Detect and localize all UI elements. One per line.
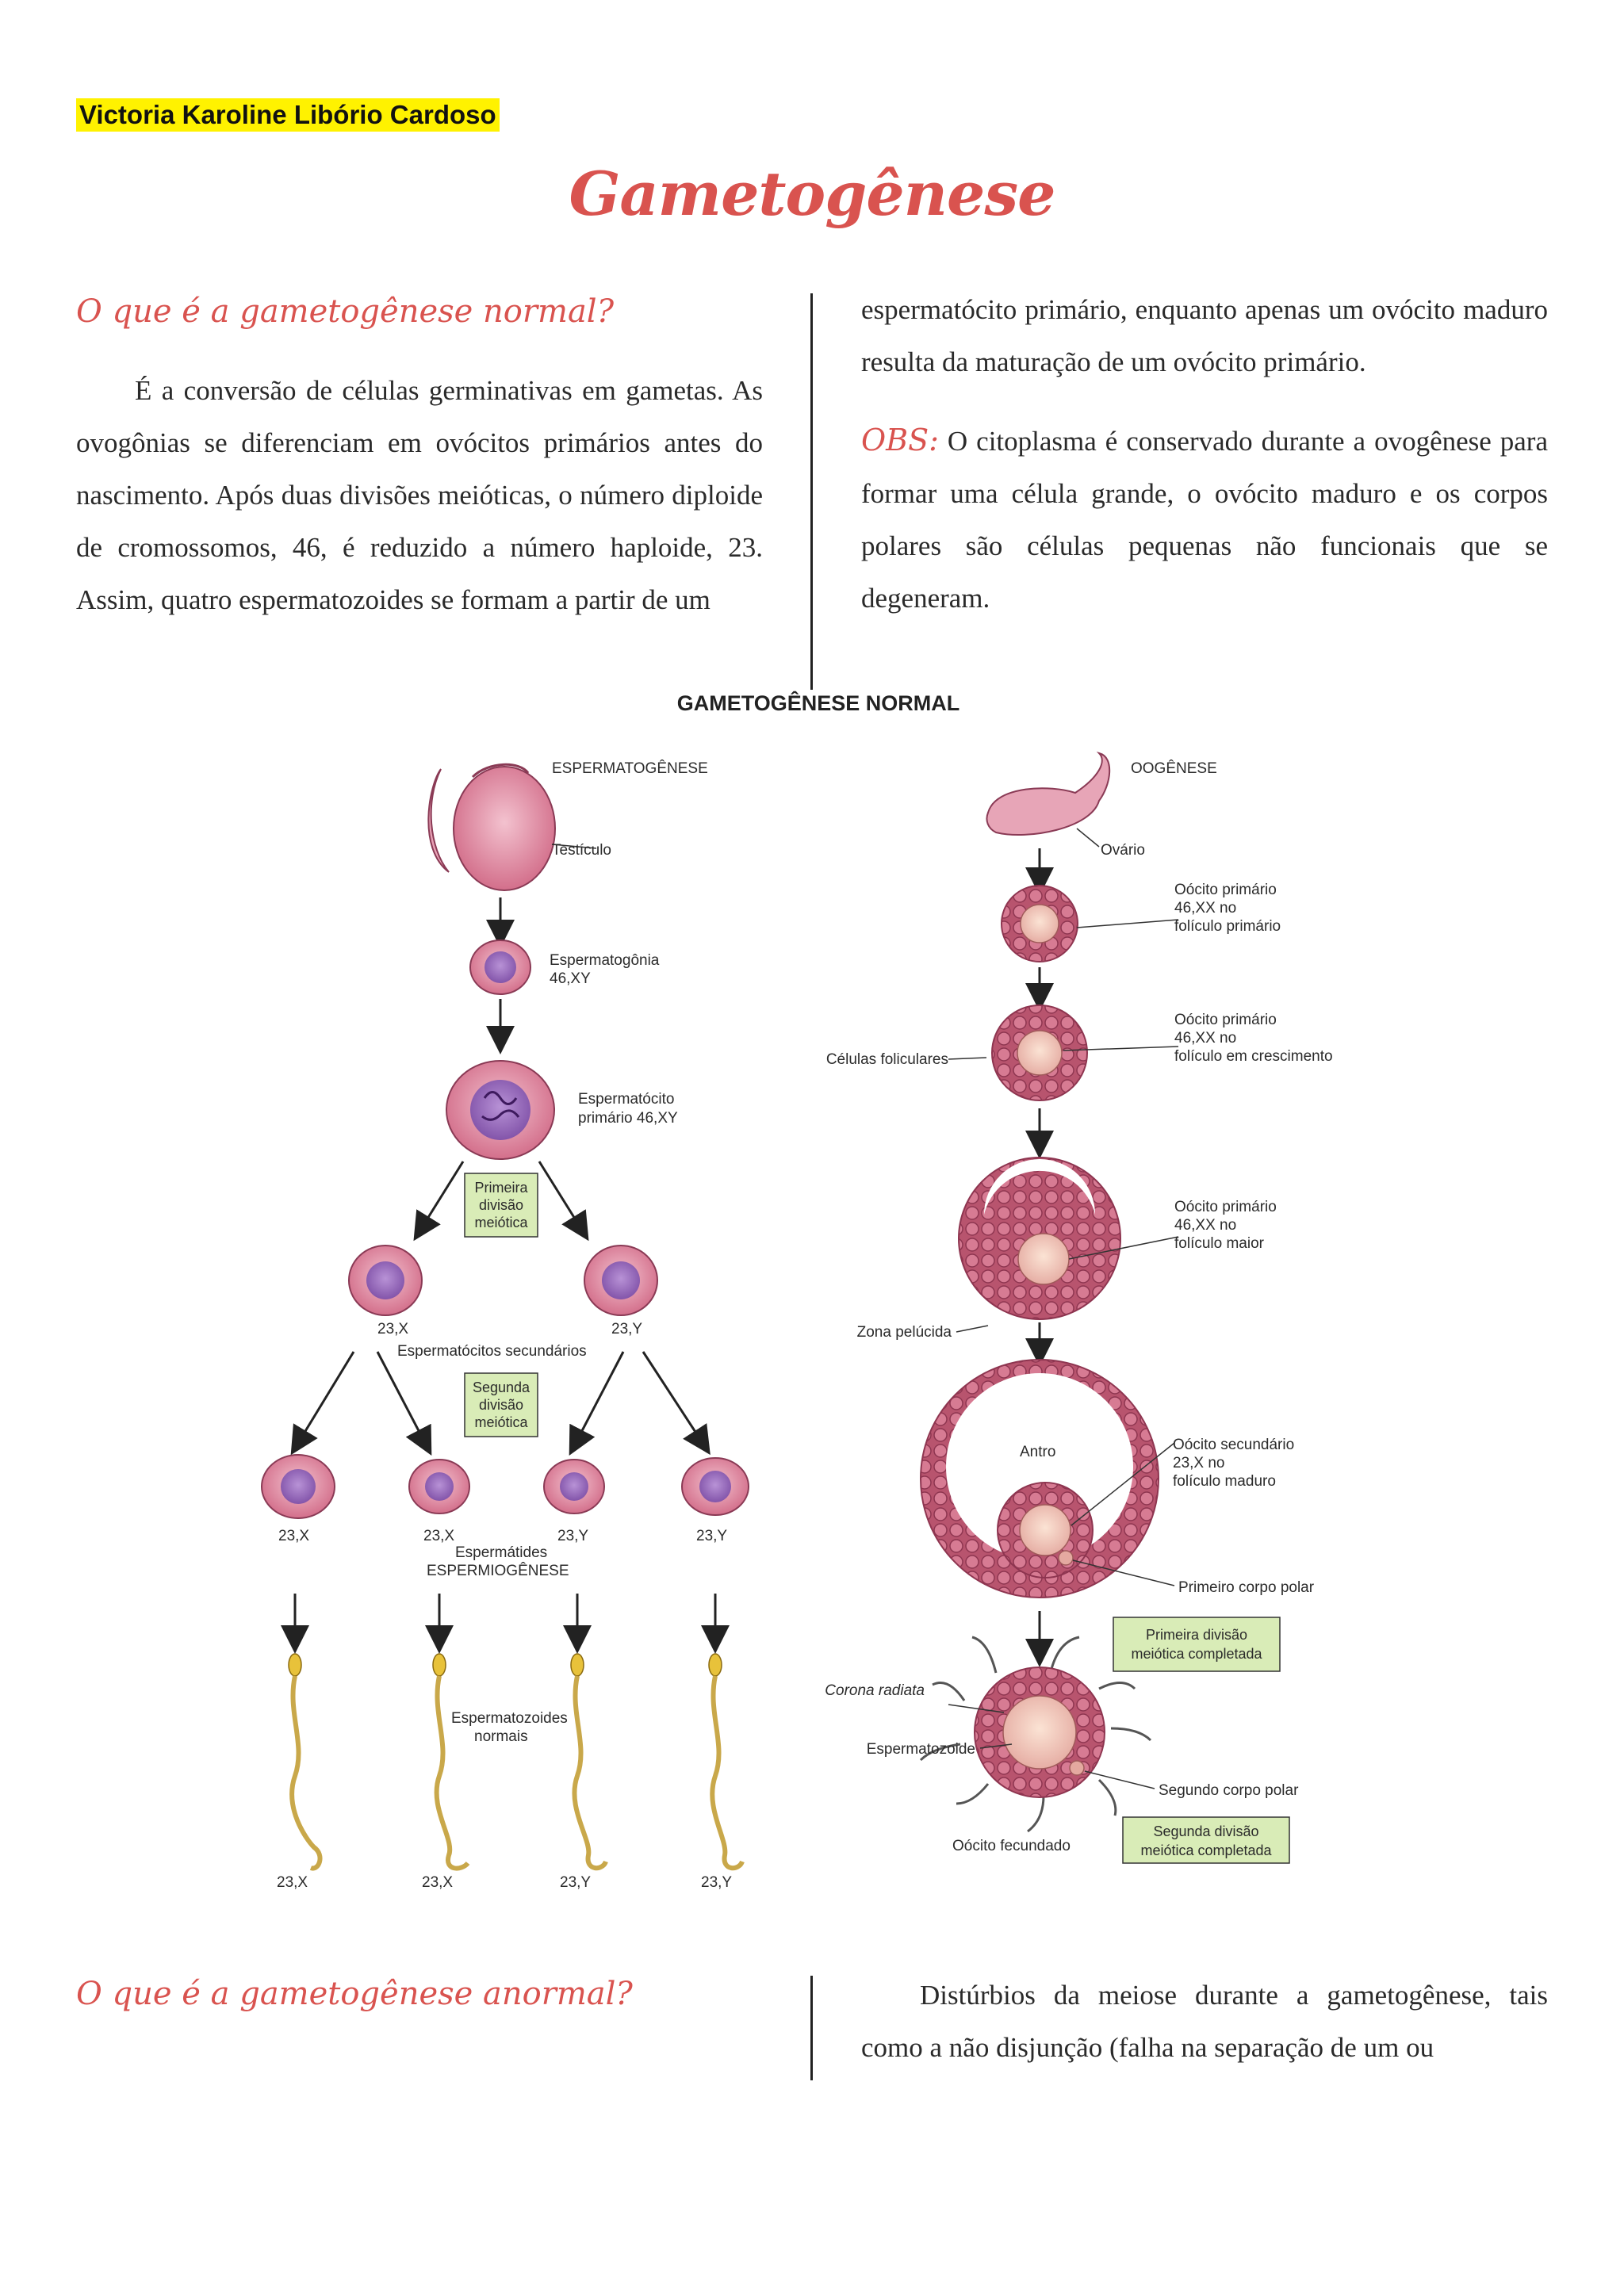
testis-illustration <box>427 763 556 891</box>
spermatids-label: Espermátides <box>455 1544 547 1561</box>
spermatid-2 <box>408 1459 470 1514</box>
secondary-left-karyotype: 23,X <box>377 1321 408 1337</box>
secondary-oocyte-label-1: Oócito secundário <box>1173 1437 1294 1453</box>
spermatid-3-karyotype: 23,Y <box>557 1528 588 1544</box>
spermatid-2-karyotype: 23,X <box>423 1528 454 1544</box>
sperm-3 <box>570 1653 608 1871</box>
sperm-2-karyotype: 23,X <box>422 1874 453 1891</box>
section-heading-abnormal: O que é a gametogênese anormal? <box>76 1976 633 2012</box>
spermatogonia-label: Espermatogônia <box>550 952 660 969</box>
zona-pellucida-label: Zona pelúcida <box>857 1324 952 1341</box>
primary-spermatocyte-label: Espermatócito <box>578 1091 674 1108</box>
oogenesis-header: OOGÊNESE <box>1131 760 1217 777</box>
larger-follicle-label-1: Oócito primário <box>1174 1199 1277 1215</box>
secondary-oocyte-label-3: folículo maduro <box>1173 1473 1276 1490</box>
first-division-completed-box <box>1113 1617 1281 1672</box>
testis-label: Testículo <box>552 842 611 859</box>
normal-sperm-label-2: normais <box>474 1728 528 1745</box>
figure-title: GAMETOGÊNESE NORMAL <box>677 691 960 715</box>
sperm-4 <box>708 1653 745 1871</box>
first-division-completed-line2: meiótica completada <box>1131 1646 1262 1662</box>
sperm-3-karyotype: 23,Y <box>560 1874 591 1891</box>
spermatid-4-karyotype: 23,Y <box>696 1528 727 1544</box>
primary-follicle-label-3: folículo primário <box>1174 918 1281 935</box>
first-polar-body-label: Primeiro corpo polar <box>1178 1579 1315 1596</box>
primary-follicle <box>1001 885 1078 962</box>
mature-follicle <box>920 1359 1159 1598</box>
second-division-completed-line2: meiótica completada <box>1140 1843 1272 1858</box>
section-heading-normal: O que é a gametogênese normal? <box>76 293 615 330</box>
normal-sperm-label-1: Espermatozoides <box>451 1710 568 1727</box>
growing-follicle <box>991 1004 1088 1101</box>
obs-paragraph: OBS: O citoplasma é conservado durante a… <box>861 414 1548 625</box>
column-divider <box>810 293 813 690</box>
antrum-label: Antro <box>1020 1444 1055 1460</box>
primary-spermatocyte-cell <box>446 1060 555 1160</box>
growing-follicle-label-3: folículo em crescimento <box>1174 1048 1333 1065</box>
author-name: Victoria Karoline Libório Cardoso <box>76 98 500 132</box>
growing-follicle-label-2: 46,XX no <box>1174 1030 1236 1047</box>
spermatid-1 <box>261 1454 335 1519</box>
second-polar-body-label: Segundo corpo polar <box>1159 1782 1299 1799</box>
secondary-spermatocyte-right <box>584 1245 658 1316</box>
gametogenesis-diagram: GAMETOGÊNESE NORMAL ESPERMATOGÊNESE Test… <box>261 691 1333 1891</box>
primary-follicle-label-1: Oócito primário <box>1174 882 1277 898</box>
secondary-oocyte-label-2: 23,X no <box>1173 1455 1225 1471</box>
larger-follicle-label-3: folículo maior <box>1174 1235 1265 1252</box>
fertilized-oocyte <box>919 1636 1152 1833</box>
paragraph-abnormal: Distúrbios da meiose durante a gametogên… <box>861 1980 1548 2063</box>
primary-follicle-label-2: 46,XX no <box>1174 900 1236 916</box>
first-division-line2: divisão <box>479 1197 523 1213</box>
obs-text: O citoplasma é conservado durante a ovog… <box>861 426 1548 614</box>
sperm-1 <box>288 1653 323 1871</box>
spermatogonia-cell <box>469 939 531 995</box>
second-division-completed-line1: Segunda divisão <box>1153 1823 1258 1839</box>
paragraph-right: espermatócito primário, enquanto apenas … <box>861 294 1548 377</box>
larger-follicle <box>958 1157 1121 1320</box>
ovary-illustration <box>986 752 1111 836</box>
first-division-completed-line1: Primeira divisão <box>1146 1627 1247 1643</box>
sperm-2 <box>432 1653 470 1871</box>
sperm-label: Espermatozoide <box>867 1741 975 1758</box>
larger-follicle-label-2: 46,XX no <box>1174 1217 1236 1234</box>
primary-spermatocyte-karyotype: primário 46,XY <box>578 1110 678 1127</box>
second-division-completed-box <box>1122 1816 1290 1864</box>
spermatogonia-karyotype: 46,XY <box>550 970 591 987</box>
second-division-line3: meiótica <box>474 1414 528 1430</box>
fertilized-oocyte-label: Oócito fecundado <box>952 1838 1071 1854</box>
spermiogenesis-label: ESPERMIOGÊNESE <box>427 1562 569 1579</box>
follicular-cells-label: Células foliculares <box>826 1051 948 1068</box>
paragraph-left: É a conversão de células germinativas em… <box>76 375 763 615</box>
spermatid-1-karyotype: 23,X <box>278 1528 309 1544</box>
secondary-spermatocytes-label: Espermatócitos secundários <box>397 1343 587 1360</box>
sperm-1-karyotype: 23,X <box>277 1874 308 1891</box>
first-division-line1: Primeira <box>474 1180 528 1196</box>
sperm-4-karyotype: 23,Y <box>701 1874 732 1891</box>
corona-radiata-label: Corona radiata <box>825 1682 925 1699</box>
ovary-label: Ovário <box>1101 842 1145 859</box>
secondary-spermatocyte-left <box>348 1245 423 1316</box>
obs-label: OBS: <box>861 423 939 457</box>
first-division-box <box>464 1173 538 1238</box>
second-division-line1: Segunda <box>473 1380 530 1395</box>
column-divider-2 <box>810 1976 813 2080</box>
spermatogenesis-header: ESPERMATOGÊNESE <box>552 760 708 777</box>
growing-follicle-label-1: Oócito primário <box>1174 1012 1277 1028</box>
second-division-line2: divisão <box>479 1397 523 1413</box>
page-title: Gametogênese <box>569 159 1056 229</box>
spermatid-3 <box>543 1459 605 1514</box>
second-division-box <box>464 1372 538 1437</box>
first-division-line3: meiótica <box>474 1215 528 1230</box>
spermatid-4 <box>681 1457 749 1516</box>
secondary-right-karyotype: 23,Y <box>611 1321 642 1337</box>
